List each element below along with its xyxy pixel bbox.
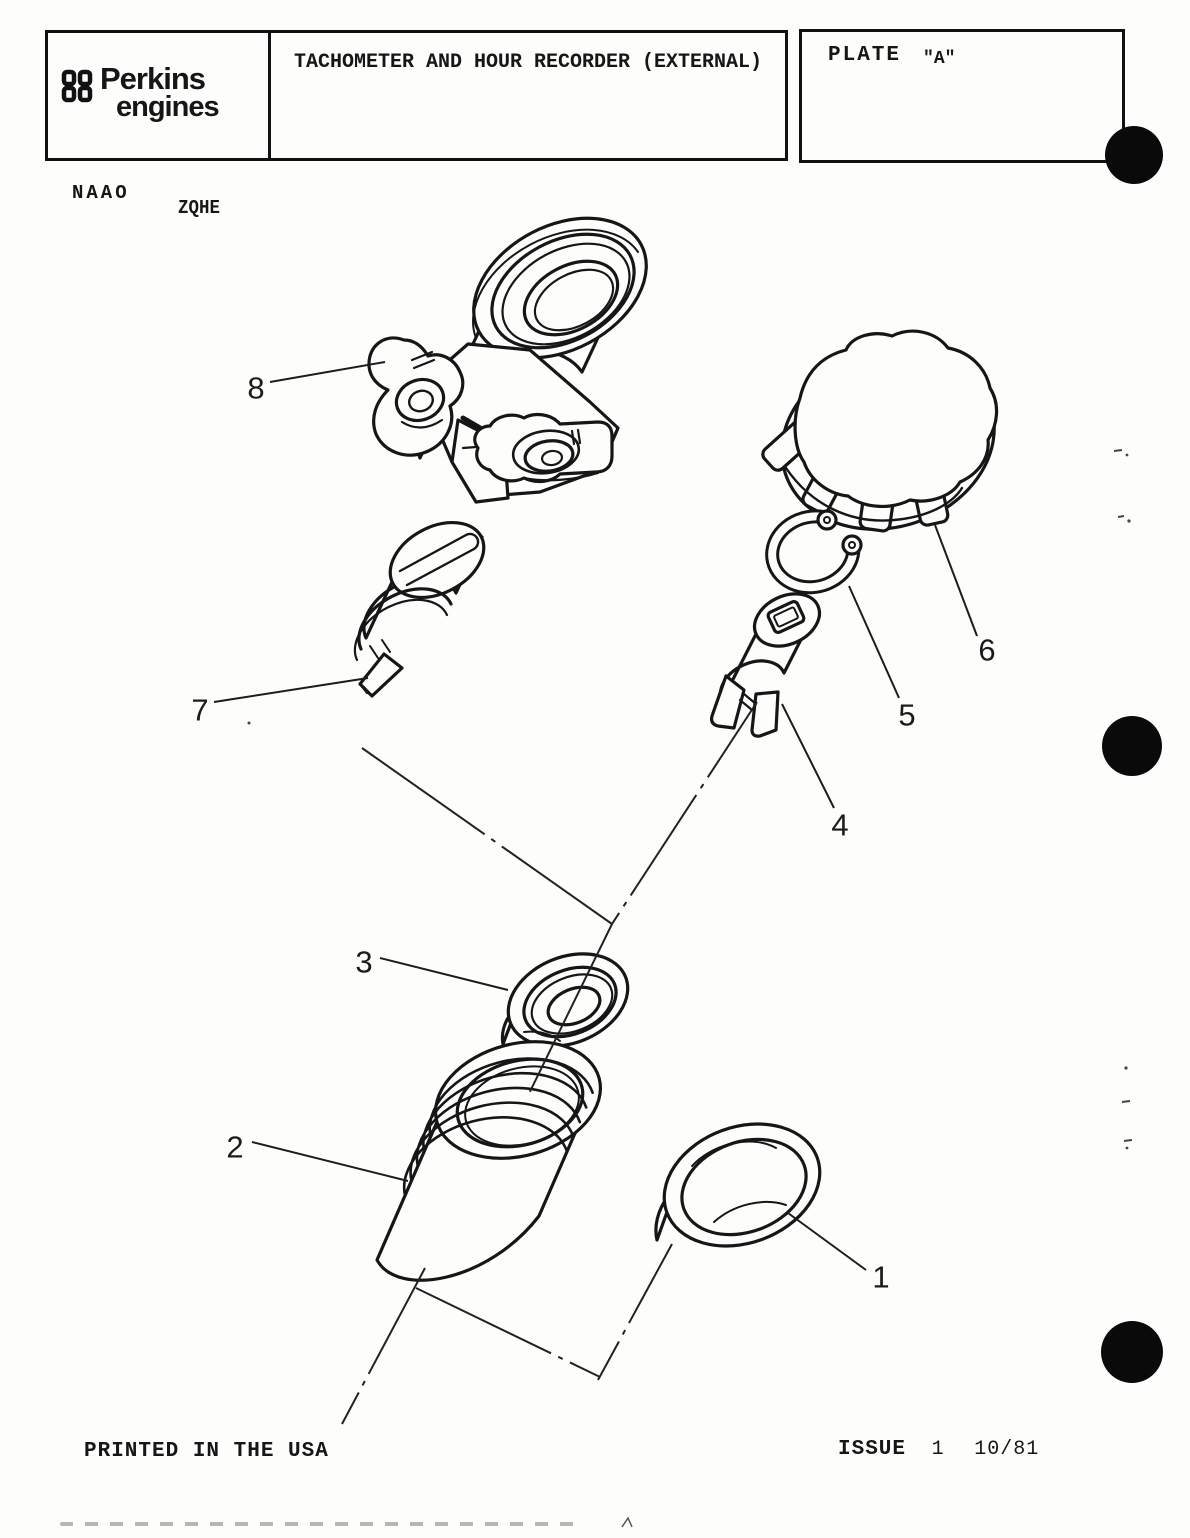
- callout-5: 5: [898, 697, 916, 733]
- sleeve-right-tab: [750, 690, 780, 738]
- code-naao: NAAO: [72, 182, 130, 204]
- sleeve-left-tab: [710, 674, 746, 730]
- perkins-squares-logo-icon: [60, 69, 96, 110]
- scan-smudge: [60, 1522, 580, 1526]
- header-title-box: Perkins engines TACHOMETER AND HOUR RECO…: [45, 30, 788, 161]
- part-7-drive-adaptor: [353, 520, 486, 698]
- callout-6: 6: [978, 632, 996, 668]
- punch-hole-top: [1105, 126, 1163, 184]
- callout-leader-lines: [213, 361, 978, 1271]
- brand-logo-text: Perkins engines: [100, 61, 220, 123]
- plate-box: PLATE "A": [799, 29, 1125, 163]
- plate-value: "A": [923, 49, 956, 69]
- punch-holes: [1101, 126, 1163, 1383]
- brand-subname: engines: [116, 90, 220, 123]
- callout-3: 3: [355, 944, 373, 980]
- callout-1: 1: [872, 1259, 890, 1295]
- cap-scalloped-face: [793, 329, 999, 508]
- scan-specks: [247, 449, 1133, 1528]
- issue-number: 1: [931, 1438, 945, 1461]
- printed-in-usa-text: PRINTED IN THE USA: [84, 1440, 329, 1463]
- callout-4: 4: [831, 807, 849, 843]
- page-title: TACHOMETER AND HOUR RECORDER (EXTERNAL): [293, 51, 763, 74]
- part-8-drive-unit: [367, 216, 648, 504]
- assembly-centerlines: [341, 701, 758, 1425]
- punch-hole-middle: [1102, 716, 1162, 776]
- callout-2: 2: [226, 1129, 244, 1165]
- callout-8: 8: [247, 370, 265, 406]
- callout-7: 7: [191, 692, 209, 728]
- brand-name: Perkins: [100, 61, 206, 96]
- code-zqhe: ZQHE: [178, 197, 220, 219]
- punch-hole-bottom: [1101, 1321, 1163, 1383]
- part-5-circlip: [765, 509, 863, 595]
- brand-logo-cell: Perkins engines: [48, 33, 271, 158]
- part-4-drive-sleeve: [710, 592, 822, 738]
- issue-line: ISSUE 1 10/81: [838, 1438, 1039, 1461]
- part-3-bearing: [500, 952, 630, 1048]
- issue-date: 10/81: [974, 1438, 1040, 1461]
- part-2-threaded-body: [375, 1040, 603, 1282]
- part-1-bezel-ring: [654, 1122, 822, 1248]
- plate-label: PLATE: [828, 44, 902, 67]
- drive-left-clamp: [367, 336, 465, 457]
- adaptor-shank: [358, 652, 404, 698]
- part-6-knurled-cap: [761, 329, 999, 533]
- issue-label: ISSUE: [838, 1438, 907, 1461]
